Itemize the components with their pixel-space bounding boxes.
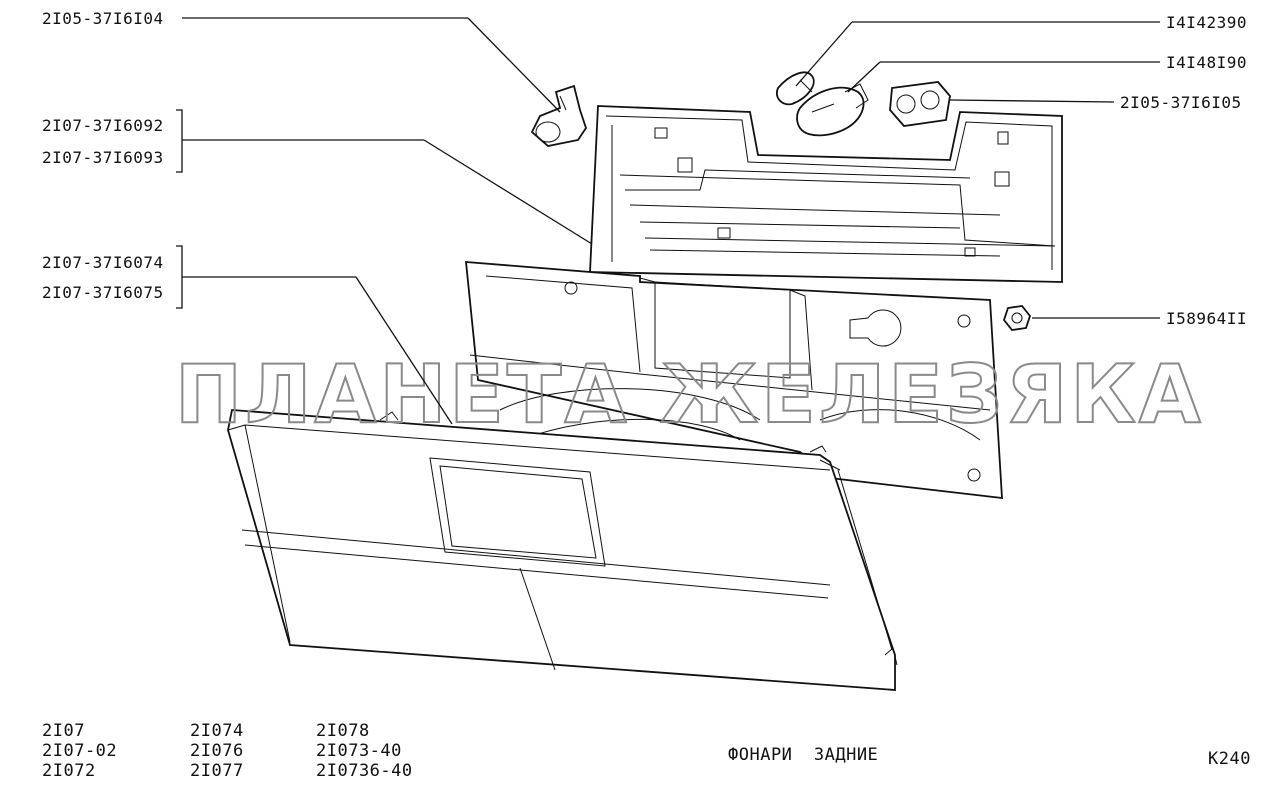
reflector-housing — [464, 261, 1003, 500]
outer-lens — [227, 409, 898, 691]
callout-large-bulb: I4I48I90 — [1166, 53, 1247, 72]
bulb-holder-left — [530, 84, 587, 147]
page-code: K240 — [1208, 749, 1251, 769]
large-bulb — [796, 83, 869, 137]
model-col1-row3: 2I072 — [42, 761, 96, 781]
callout-lamp-b: 2I07-37I6075 — [42, 283, 164, 302]
model-col2-row3: 2I077 — [190, 761, 244, 781]
model-col1-row1: 2I07 — [42, 721, 85, 741]
model-col3-row3: 2I0736-40 — [316, 761, 413, 781]
callout-board-a: 2I07-37I6092 — [42, 116, 164, 135]
callout-board-b: 2I07-37I6093 — [42, 148, 164, 167]
model-col2-row1: 2I074 — [190, 721, 244, 741]
callout-bulb-holder-left: 2I05-37I6I04 — [42, 9, 164, 28]
model-col3-row1: 2I078 — [316, 721, 370, 741]
callout-small-bulb: I4I42390 — [1166, 13, 1247, 32]
callout-lamp-a: 2I07-37I6074 — [42, 253, 164, 272]
bulb-holder-right — [889, 81, 951, 127]
small-bulb — [776, 71, 815, 106]
nut — [1002, 305, 1032, 331]
model-col3-row2: 2I073-40 — [316, 741, 402, 761]
model-col2-row2: 2I076 — [190, 741, 244, 761]
model-col1-row2: 2I07-02 — [42, 741, 117, 761]
watermark: ПЛАНЕТА ЖЕЛЕЗЯКА — [175, 348, 1204, 441]
page-title: ФОНАРИ ЗАДНИЕ — [728, 745, 878, 765]
callout-bulb-holder-right: 2I05-37I6I05 — [1120, 93, 1242, 112]
leader-lines — [176, 17, 1160, 425]
callout-nut: I58964II — [1166, 309, 1247, 328]
circuit-board — [589, 105, 1063, 283]
